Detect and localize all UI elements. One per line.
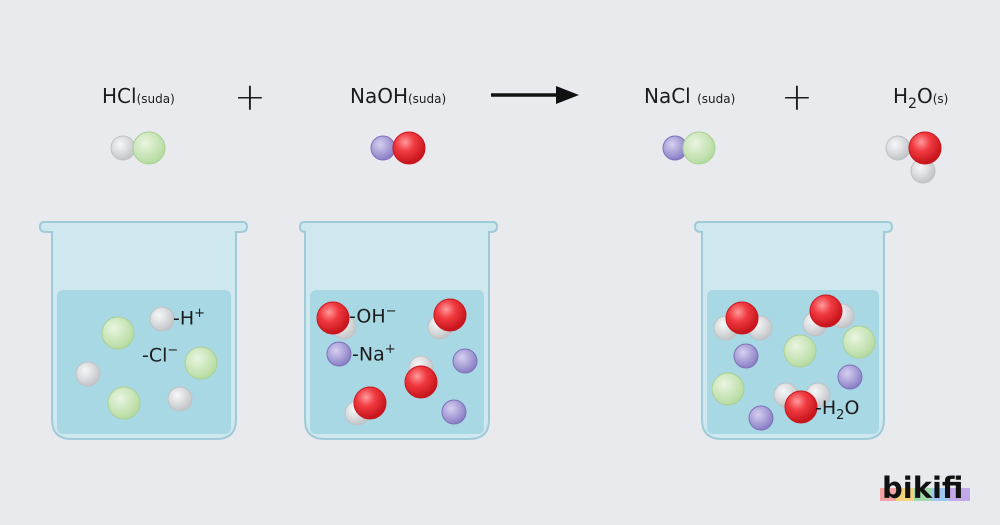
hcl-formula: HCl — [102, 84, 137, 108]
na-ion — [452, 348, 478, 374]
water-subscript: 2 — [836, 407, 845, 423]
na-ion — [326, 341, 352, 367]
nacl-formula: NaCl — [644, 84, 691, 108]
cl-ion — [783, 334, 817, 368]
naoh-state: (suda) — [408, 92, 447, 106]
nacl-molecule — [662, 131, 716, 165]
water-o-text: O — [844, 397, 860, 419]
hcl-molecule — [110, 131, 166, 165]
logo-bar-yellow — [896, 488, 914, 501]
hydroxide-ion — [404, 365, 438, 399]
naoh-formula: NaOH — [350, 84, 408, 108]
beaker-products — [693, 221, 894, 440]
water-molecule — [784, 390, 818, 424]
na-ion — [837, 364, 863, 390]
h2o-label: H2O(s) — [893, 84, 948, 112]
h-ion-text: -H — [173, 307, 195, 330]
logo-bar-blue — [932, 488, 950, 501]
h-ion — [167, 386, 193, 412]
oh-ion-label: -OH− — [349, 304, 397, 327]
na-ion-label: -Na+ — [352, 342, 396, 365]
hcl-label: HCl(suda) — [102, 84, 175, 108]
h2o-o: O — [916, 84, 933, 108]
hcl-state: (suda) — [136, 92, 175, 106]
oh-ion-charge: − — [385, 304, 397, 319]
plus-sign-left: + — [234, 75, 266, 119]
h-ion-label: -H+ — [173, 306, 205, 329]
water-label: -H2O — [815, 397, 859, 423]
cl-ion — [842, 325, 876, 359]
cl-ion — [711, 372, 745, 406]
water-molecule — [725, 301, 759, 335]
h2o-molecule — [885, 131, 942, 184]
bikifi-logo[interactable]: bikifi — [878, 471, 974, 511]
nacl-state: (suda) — [697, 92, 736, 106]
na-ion — [733, 343, 759, 369]
h2o-state: (s) — [932, 92, 949, 106]
hydroxide-ion — [433, 298, 467, 332]
cl-ion — [107, 386, 141, 420]
water-h-text: -H — [815, 397, 837, 419]
plus-sign-right: + — [781, 75, 813, 119]
logo-bar-green — [914, 488, 932, 501]
h-ion — [75, 361, 101, 387]
na-ion-charge: + — [384, 342, 396, 357]
cl-ion-label: -Cl− — [142, 343, 178, 366]
cl-ion — [101, 316, 135, 350]
na-ion — [441, 399, 467, 425]
water-molecule — [809, 294, 843, 328]
cl-ion-text: -Cl — [142, 344, 168, 367]
na-ion — [748, 405, 774, 431]
logo-bar-red — [880, 488, 896, 501]
naoh-molecule — [370, 131, 426, 165]
h-ion — [149, 306, 175, 332]
oh-ion-text: -OH — [349, 305, 386, 328]
na-ion-text: -Na — [352, 343, 385, 366]
reaction-arrow — [491, 86, 579, 104]
naoh-label: NaOH(suda) — [350, 84, 446, 108]
hydroxide-ion — [316, 301, 350, 335]
nacl-label: NaCl (suda) — [644, 84, 735, 108]
cl-ion — [184, 346, 218, 380]
logo-text: bikifi — [882, 471, 964, 505]
hydroxide-ion — [353, 386, 387, 420]
beaker-hcl — [38, 221, 249, 440]
h2o-h: H — [893, 84, 909, 108]
h-ion-charge: + — [194, 306, 206, 321]
beaker-naoh — [298, 221, 499, 440]
logo-bar-purple — [950, 488, 970, 501]
cl-ion-charge: − — [167, 343, 179, 358]
h2o-subscript: 2 — [908, 96, 917, 112]
